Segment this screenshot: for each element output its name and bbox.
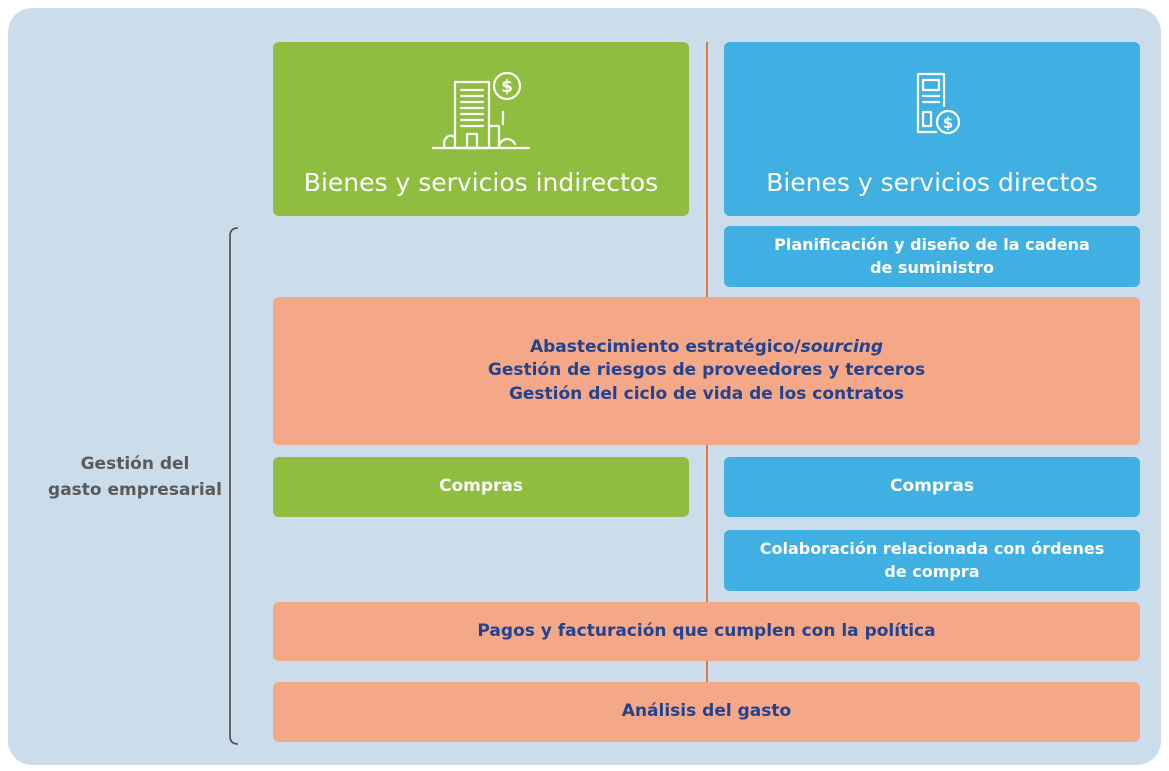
header-indirect-title: Bienes y servicios indirectos xyxy=(303,168,659,197)
grouping-brace xyxy=(229,227,239,745)
column-divider xyxy=(706,445,708,602)
supply-chain-line-1: Planificación y diseño de la cadena xyxy=(774,235,1090,255)
supply-chain-line-2: de suministro xyxy=(870,257,994,277)
po-collaboration-line-2: de compra xyxy=(884,561,980,581)
box-payments-invoicing: Pagos y facturación que cumplen con la p… xyxy=(273,602,1140,661)
strategic-line-1-text: Abastecimiento estratégico/ xyxy=(529,336,801,357)
purchases-indirect-label: Compras xyxy=(438,476,523,497)
header-direct: $ Bienes y servicios directos xyxy=(724,42,1140,216)
side-label-line-1: Gestión del xyxy=(80,454,190,474)
box-supply-chain-planning: Planificación y diseño de la cadena de s… xyxy=(724,226,1140,287)
po-collaboration-line-1: Colaboración relacionada con órdenes xyxy=(759,539,1105,559)
strategic-line-1-italic: sourcing xyxy=(800,336,884,357)
header-indirect: $ Bienes y servicios indirectos xyxy=(273,42,689,216)
header-direct-title: Bienes y servicios directos xyxy=(766,168,1098,197)
spend-analysis-label: Análisis del gasto xyxy=(621,701,792,722)
box-spend-analysis: Análisis del gasto xyxy=(273,682,1140,742)
svg-text:$: $ xyxy=(501,77,513,97)
strategic-line-1: Abastecimiento estratégico/sourcing xyxy=(488,336,925,359)
box-purchases-direct: Compras xyxy=(724,457,1140,517)
strategic-line-2: Gestión de riesgos de proveedores y terc… xyxy=(487,360,926,381)
side-label-line-2: gasto empresarial xyxy=(48,479,222,500)
purchases-direct-label: Compras xyxy=(889,476,974,497)
box-strategic-sourcing: Abastecimiento estratégico/sourcing Gest… xyxy=(273,297,1140,445)
side-label-spend-management: Gestión del gasto empresarial xyxy=(40,452,230,503)
svg-text:$: $ xyxy=(943,114,953,132)
building-dollar-icon: $ xyxy=(431,71,531,150)
box-po-collaboration: Colaboración relacionada con órdenes de … xyxy=(724,530,1140,591)
strategic-line-3: Gestión del ciclo de vida de los contrat… xyxy=(508,383,905,404)
column-divider xyxy=(706,661,708,682)
document-dollar-icon: $ xyxy=(916,72,961,135)
payments-label: Pagos y facturación que cumplen con la p… xyxy=(477,620,936,641)
box-purchases-indirect: Compras xyxy=(273,457,689,517)
column-divider xyxy=(706,42,708,297)
